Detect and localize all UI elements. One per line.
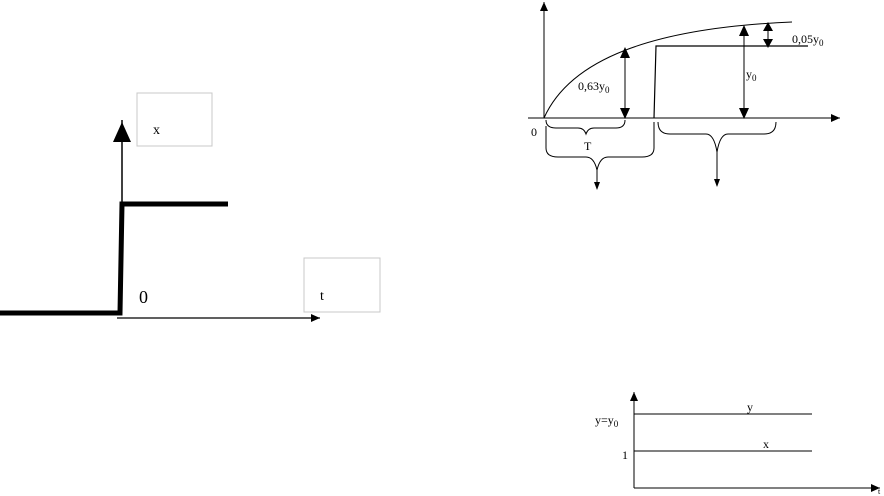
level-y-curve-label: y [747, 400, 753, 414]
arrow-005-top [763, 22, 773, 31]
arrow-005-bottom [763, 39, 773, 48]
label-y0: y0 [746, 67, 757, 83]
arrow-y0-bottom [739, 108, 749, 119]
step-signal [0, 201, 228, 316]
brace-duration-arrowhead [714, 179, 720, 187]
arrow-y0-top [739, 25, 749, 36]
brace-delay [545, 122, 655, 171]
brace-duration [657, 121, 777, 153]
delayed-step [653, 45, 808, 119]
response-origin-label: 0 [531, 125, 537, 139]
step-y-axis-arrow [113, 122, 131, 142]
steady-state-figure: y x y=y0 1 t [595, 392, 881, 496]
arrow-063-top [620, 47, 630, 58]
t-label-box [303, 257, 381, 313]
step-x-label: t [320, 289, 324, 304]
x-label-box [136, 92, 213, 147]
arrow-063-bottom [620, 108, 630, 119]
level-x-curve-label: x [763, 437, 769, 451]
label-063: 0,63y0 [578, 79, 610, 95]
step-response-figure: 0,63y0 y0 0,05y0 0 T [528, 2, 840, 190]
label-005: 0,05y0 [792, 32, 824, 48]
step-y-label: x [153, 123, 160, 138]
response-curve [543, 21, 793, 119]
level-1-axis-label: 1 [622, 448, 628, 462]
level-y-axis-label: y=y0 [595, 413, 619, 429]
steady-t-label: t [878, 487, 881, 496]
label-tau: T [584, 139, 592, 153]
brace-tau [545, 119, 626, 136]
step-input-figure: x t 0 [0, 92, 381, 322]
brace-delay-arrowhead [594, 182, 600, 190]
step-origin-label: 0 [139, 287, 148, 307]
